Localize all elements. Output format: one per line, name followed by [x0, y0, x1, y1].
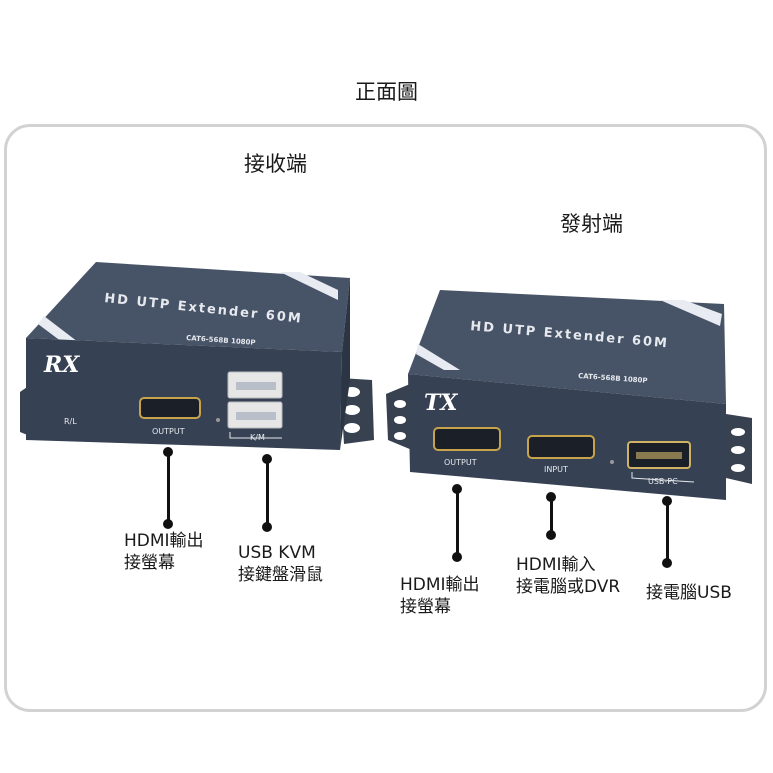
rx-ear-hole: [344, 423, 360, 433]
callout-line: 接螢幕: [400, 597, 451, 617]
callout-line: 接螢幕: [124, 553, 175, 573]
callout-line: 接電腦或DVR: [516, 577, 621, 597]
rx-rl-label: R/L: [64, 417, 77, 426]
rx-hdmi-output-port: [139, 397, 201, 419]
rx-ear-hole: [344, 405, 360, 415]
callout-line: HDMI輸入: [516, 555, 596, 575]
rx-output-label: OUTPUT: [152, 427, 185, 436]
rx-stripe: [280, 272, 338, 300]
rx-usb-callout: USB KVM 接鍵盤滑鼠: [238, 542, 323, 586]
callout-line: HDMI輸出: [400, 575, 480, 595]
tx-badge: TX: [424, 390, 458, 416]
tx-input-label: INPUT: [544, 465, 568, 474]
tx-input-callout: HDMI輸入 接電腦或DVR: [516, 554, 620, 598]
rx-top-face: [26, 262, 350, 352]
receiver-device: HD UTP Extender 60M CAT6-568B 1080P RX R…: [20, 262, 374, 450]
tx-top-face: [408, 290, 726, 404]
transmitter-device: HD UTP Extender 60M CAT6-568B 1080P TX O…: [386, 290, 752, 500]
tx-output-callout: HDMI輸出 接螢幕: [400, 574, 480, 618]
page-title: 正面圖: [355, 80, 418, 104]
tx-output-label: OUTPUT: [444, 458, 477, 467]
transmitter-title: 發射端: [560, 212, 623, 236]
rx-side-face: [340, 278, 350, 450]
content-frame: [4, 124, 767, 712]
callout-line: 接電腦USB: [646, 583, 732, 603]
tx-stripe: [660, 300, 722, 326]
tx-usbpc-label: USB-PC: [648, 477, 678, 486]
rx-km-label: K/M: [250, 433, 265, 442]
tx-usb-callout: 接電腦USB: [646, 582, 732, 604]
tx-stripe: [416, 344, 460, 370]
callout-line: USB KVM: [238, 543, 316, 563]
callout-line: HDMI輸出: [124, 531, 204, 551]
receiver-title: 接收端: [244, 152, 307, 176]
tx-hdmi-input-port: [527, 435, 595, 459]
rx-stripe: [38, 316, 78, 342]
rx-hdmi-callout: HDMI輸出 接螢幕: [124, 530, 204, 574]
callout-line: 接鍵盤滑鼠: [238, 565, 323, 585]
rx-badge: RX: [43, 352, 80, 378]
tx-hdmi-output-port: [433, 427, 501, 451]
